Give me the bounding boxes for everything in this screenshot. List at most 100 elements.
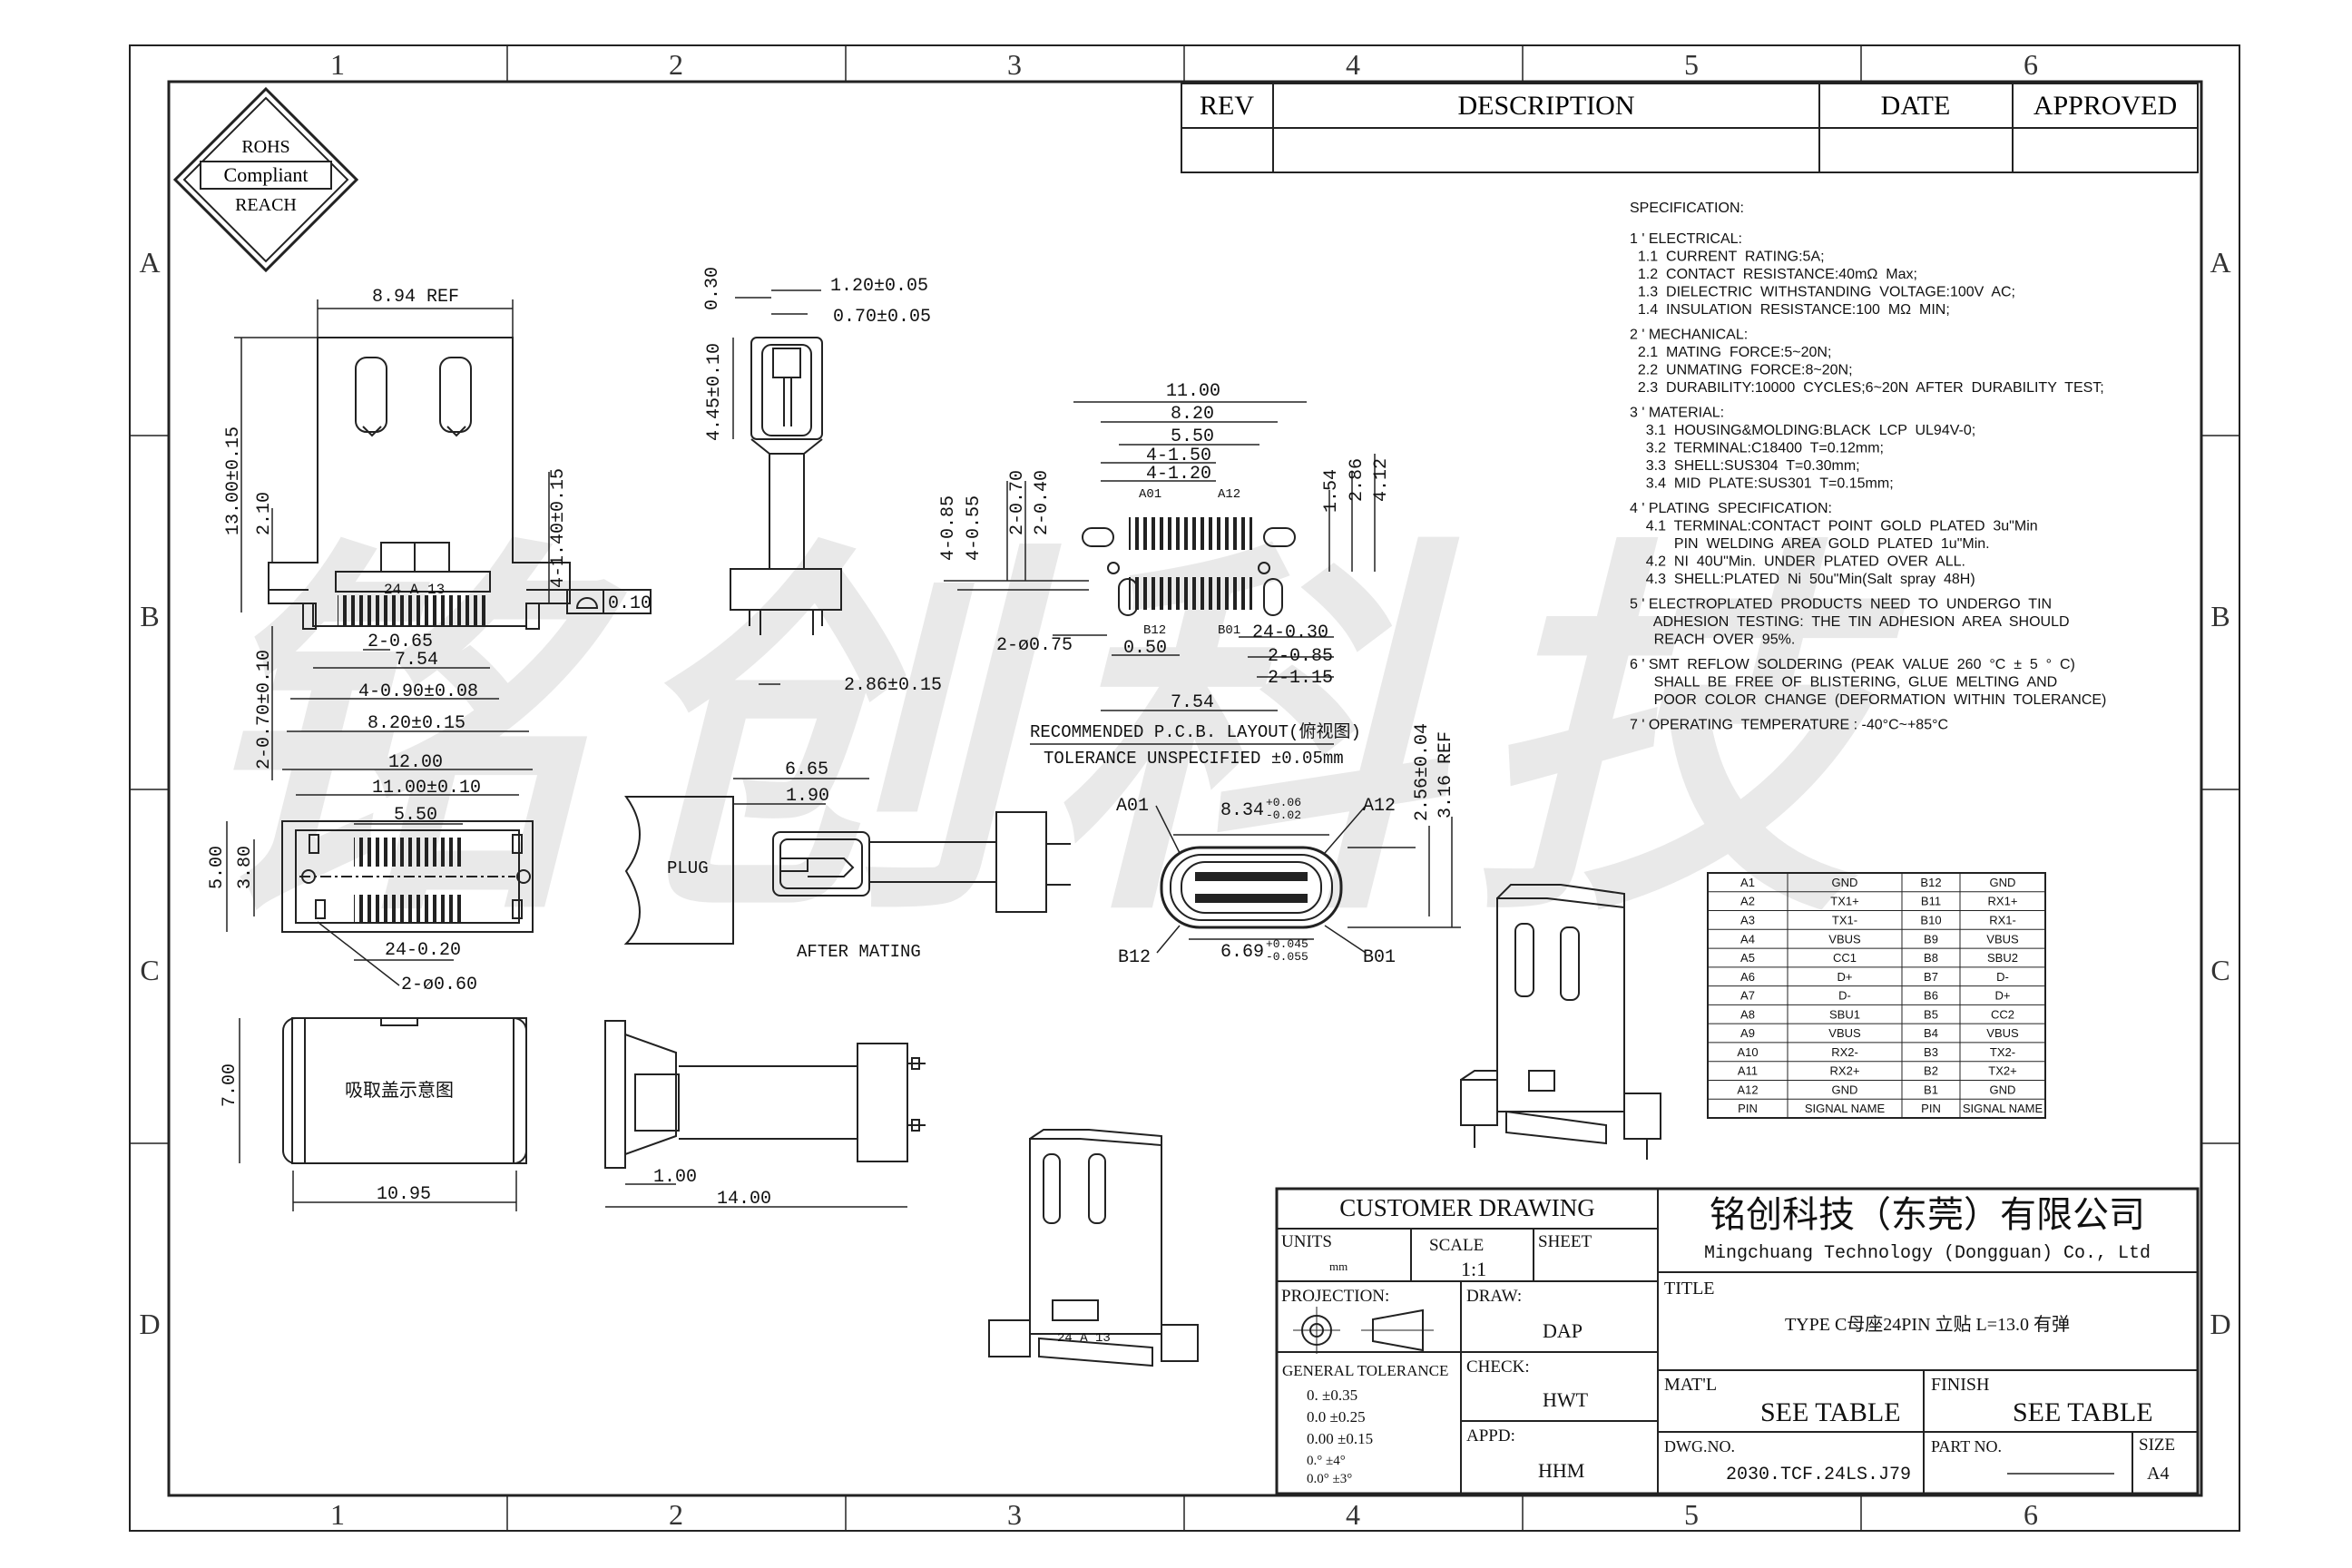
row-label-left-b: B [140, 600, 159, 632]
spec-line: 6 ' SMT REFLOW SOLDERING (PEAK VALUE 260… [1630, 657, 2075, 672]
pin-table-cell: TX1- [1832, 913, 1857, 926]
suction-cap-dim-text: 7.00 吸取盖示意图 10.95 [220, 1063, 454, 1205]
pin-table-cell: A1 [1740, 876, 1755, 889]
pcb-label-a01: A01 [1139, 487, 1161, 502]
spec-line: SHALL BE FREE OF BLISTERING, GLUE MELTIN… [1630, 675, 2057, 691]
pin-table-cell: A6 [1740, 970, 1755, 984]
pin-table-cell: RX1- [1989, 913, 2016, 926]
pcb-dim-2-0-70: 2-0.70 [1007, 470, 1028, 535]
pcb-dim-7-54: 7.54 [1171, 692, 1214, 713]
front-view-dim-text: 8.94 REF 13.00±0.15 2.10 4-1.40±0.15 0.1… [223, 287, 652, 769]
pcb-dim-24-0-30: 24-0.30 [1252, 622, 1328, 643]
dim-14-00: 14.00 [717, 1189, 771, 1210]
face-label-a01: A01 [1116, 796, 1149, 817]
pcb-layout-title: RECOMMENDED P.C.B. LAYOUT(俯视图) [1030, 721, 1361, 742]
pin-table-cell: D- [1838, 989, 1851, 1003]
spec-line: 3.2 TERMINAL:C18400 T=0.12mm; [1630, 441, 1884, 456]
pin-table-cell: B12 [1920, 876, 1941, 889]
dim-5-50: 5.50 [394, 805, 437, 826]
spec-line: 3 ' MATERIAL: [1630, 406, 1724, 421]
pin-table-cell: VBUS [1828, 932, 1861, 946]
pcb-dim-4-1-50: 4-1.50 [1146, 446, 1211, 466]
col-label-top-5: 5 [1684, 48, 1699, 81]
rohs-compliant-text: Compliant [224, 163, 309, 186]
dim-0-70-0-05: 0.70±0.05 [833, 307, 931, 328]
col-label-top-4: 4 [1346, 48, 1360, 81]
col-label-top-3: 3 [1007, 48, 1022, 81]
pin-table-cell: B1 [1924, 1083, 1938, 1096]
isometric-view-small: 24 A 13 [988, 1129, 1199, 1367]
pin-table-cell: CC1 [1833, 951, 1857, 965]
dim-13-00: 13.00±0.15 [223, 426, 244, 535]
tolerance-line-3: 0.00 ±0.15 [1307, 1430, 1373, 1447]
pcb-dim-2-phi-0-75: 2-ø0.75 [996, 635, 1073, 656]
chip-marking: 24 A 13 [384, 582, 445, 598]
pcb-label-a12: A12 [1218, 487, 1240, 502]
dim-8-20: 8.20±0.15 [368, 713, 466, 734]
pin-table-cell: D+ [1995, 989, 2011, 1003]
pin-table-cell: B6 [1924, 989, 1938, 1003]
face-dim-6-69: 6.69 [1220, 942, 1264, 963]
isometric-view-large [1460, 884, 1661, 1160]
isometric-chip-marking: 24 A 13 [1057, 1331, 1111, 1346]
col-label-bottom-2: 2 [669, 1498, 683, 1531]
col-label-bottom-5: 5 [1684, 1498, 1699, 1531]
face-label-b12: B12 [1118, 947, 1151, 968]
suction-cap-label: 吸取盖示意图 [345, 1080, 454, 1102]
side-view [730, 337, 842, 635]
col-label-top-2: 2 [669, 48, 683, 81]
units-label: UNITS [1281, 1232, 1332, 1251]
front-view [268, 337, 652, 630]
check-value: HWT [1543, 1388, 1589, 1411]
projection-symbol [1293, 1307, 1434, 1354]
col-label-bottom-6: 6 [2024, 1498, 2038, 1531]
pin-table-cell: GND [1832, 1083, 1858, 1096]
row-label-right-a: A [2210, 246, 2230, 279]
pin-table-cell: SIGNAL NAME [1805, 1102, 1886, 1115]
spec-line: 4 ' PLATING SPECIFICATION: [1630, 501, 1832, 516]
spec-line: 4.3 SHELL:PLATED Ni 50u"Min(Salt spray 4… [1630, 572, 1975, 587]
face-dim-2-56: 2.56±0.04 [1412, 723, 1433, 821]
dim-2-86-0-15: 2.86±0.15 [844, 675, 942, 696]
mating-dimensions [733, 778, 869, 805]
pin-table-cell: B4 [1924, 1026, 1938, 1040]
pin-table-cell: PIN [1921, 1102, 1941, 1115]
appd-value: HHM [1538, 1459, 1584, 1482]
pin-table-cell: A8 [1740, 1007, 1755, 1021]
dim-12-00: 12.00 [388, 752, 443, 773]
spec-line: PIN WELDING AREA GOLD PLATED 1u"Min. [1630, 536, 1990, 552]
pin-table-cell: B10 [1920, 913, 1941, 926]
size-label: SIZE [2139, 1436, 2175, 1455]
pcb-dim-2-0-85: 2-0.85 [1268, 646, 1333, 667]
row-label-left-a: A [139, 246, 160, 279]
face-dim-6-69-upper-tol: +0.045 [1266, 937, 1308, 951]
pin-table-cell: GND [1832, 876, 1858, 889]
dim-7-54-front: 7.54 [395, 650, 438, 671]
pcb-dim-1-54: 1.54 [1321, 469, 1342, 513]
title-value: TYPE C母座24PIN 立贴 L=13.0 有弹 [1785, 1314, 2070, 1335]
draw-value: DAP [1543, 1319, 1583, 1342]
draw-label: DRAW: [1466, 1287, 1522, 1306]
pin-table-cell: SBU1 [1829, 1007, 1860, 1021]
spec-line: POOR COLOR CHANGE (DEFORMATION WITHIN TO… [1630, 692, 2106, 708]
plug-label: PLUG [667, 858, 709, 878]
pin-table-cell: A2 [1740, 895, 1755, 908]
dim-1-90: 1.90 [786, 786, 829, 807]
dim-1-20: 1.20±0.05 [830, 276, 928, 297]
pin-table-cell: B2 [1924, 1064, 1938, 1078]
tolerance-line-5: 0.0° ±3° [1307, 1472, 1352, 1486]
spec-line: 1.2 CONTACT RESISTANCE:40mΩ Max; [1630, 267, 1917, 282]
face-dim-8-34-lower-tol: -0.02 [1266, 808, 1301, 822]
units-value: mm [1329, 1259, 1348, 1273]
cap-dim-7-00: 7.00 [220, 1063, 240, 1107]
pin-table-cell: D- [1996, 970, 2009, 984]
row-label-right-c: C [2210, 954, 2230, 986]
tolerance-line-4: 0.° ±4° [1307, 1454, 1346, 1468]
dim-1-00: 1.00 [653, 1167, 697, 1188]
dim-0-10-flatness: 0.10 [608, 593, 652, 614]
pcb-label-b12: B12 [1143, 623, 1166, 638]
material-label: MAT'L [1664, 1375, 1717, 1395]
pin-table-cell: RX2- [1831, 1045, 1858, 1059]
